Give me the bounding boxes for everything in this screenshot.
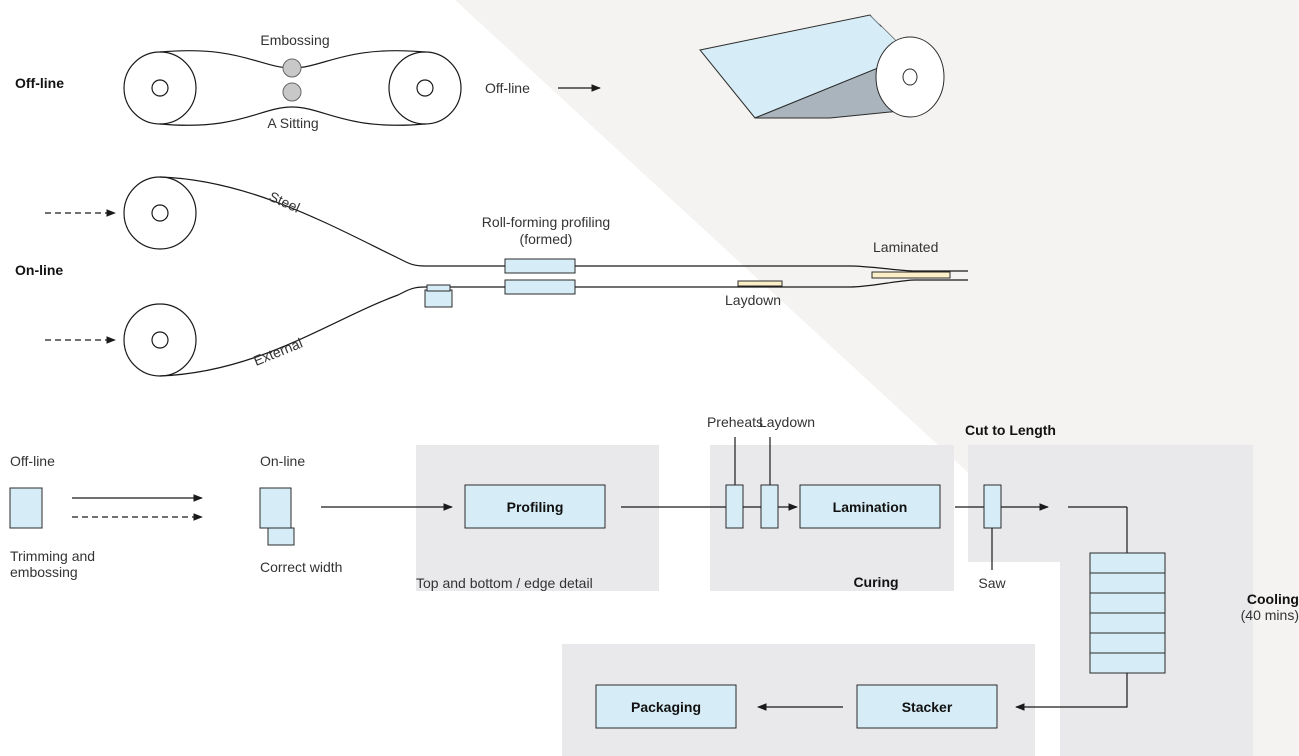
external-web: [159, 279, 968, 377]
offline-web-bottom: [159, 106, 426, 126]
saw-box: [983, 484, 1002, 529]
stacker-label: Stacker: [902, 699, 953, 715]
offline-rolls: [123, 51, 462, 125]
roll-forming-label: Roll-forming profiling: [482, 214, 610, 230]
laydown-label-online: Laydown: [725, 292, 781, 308]
cooling-stack: [1089, 552, 1166, 674]
offline-title: Off-line: [15, 75, 64, 91]
external-label: External: [251, 335, 305, 369]
cooling-time-label: (40 mins): [1241, 607, 1299, 623]
profiling-label: Profiling: [507, 499, 564, 515]
laydown-box: [760, 484, 779, 529]
formed-label: (formed): [520, 231, 573, 247]
trimming-label-1: Trimming and: [10, 548, 95, 564]
laminated-strip: [871, 271, 951, 279]
laydown-label-flow: Laydown: [759, 414, 815, 430]
cooling-label: Cooling: [1247, 591, 1299, 607]
preheat-box: [725, 484, 744, 529]
rollformer-top: [504, 258, 576, 274]
rollformer-bottom: [504, 279, 576, 295]
trimming-label-2: embossing: [10, 564, 78, 580]
laminated-label: Laminated: [873, 239, 938, 255]
correct-width-label: Correct width: [260, 559, 342, 575]
cut-to-length-label: Cut to Length: [965, 422, 1056, 438]
cooling-to-stacker-line: [1015, 673, 1128, 711]
online-title: On-line: [15, 262, 63, 278]
finished-roll-illustration: [699, 14, 945, 119]
steel-label: Steel: [267, 188, 303, 216]
online-rolls: [123, 176, 197, 377]
trimming-box: [9, 487, 43, 529]
embossing-roller: [282, 58, 302, 78]
flow-online-label: On-line: [260, 453, 305, 469]
laydown-strip: [737, 280, 783, 287]
packaging-box: [595, 684, 737, 729]
saw-label: Saw: [978, 575, 1006, 591]
correct-width-foot: [267, 527, 295, 546]
packaging-label: Packaging: [631, 699, 701, 715]
flow-offline-label: Off-line: [10, 453, 55, 469]
edge-detail-label: Top and bottom / edge detail: [416, 575, 593, 591]
offline-arrow-label: Off-line: [485, 80, 530, 96]
lamination-box: [799, 484, 941, 529]
steel-web: [159, 176, 968, 272]
lamination-label: Lamination: [833, 499, 908, 515]
width-guide-top: [426, 284, 451, 292]
stacker-box: [856, 684, 998, 729]
profiling-box: [464, 484, 606, 529]
curing-label: Curing: [853, 574, 898, 590]
preheats-label: Preheats: [707, 414, 763, 430]
embossing-label: Embossing: [260, 32, 329, 48]
sitting-roller: [282, 82, 302, 102]
width-guide-block: [424, 289, 453, 308]
sitting-label: A Sitting: [267, 115, 318, 131]
correct-width-box: [259, 487, 292, 529]
